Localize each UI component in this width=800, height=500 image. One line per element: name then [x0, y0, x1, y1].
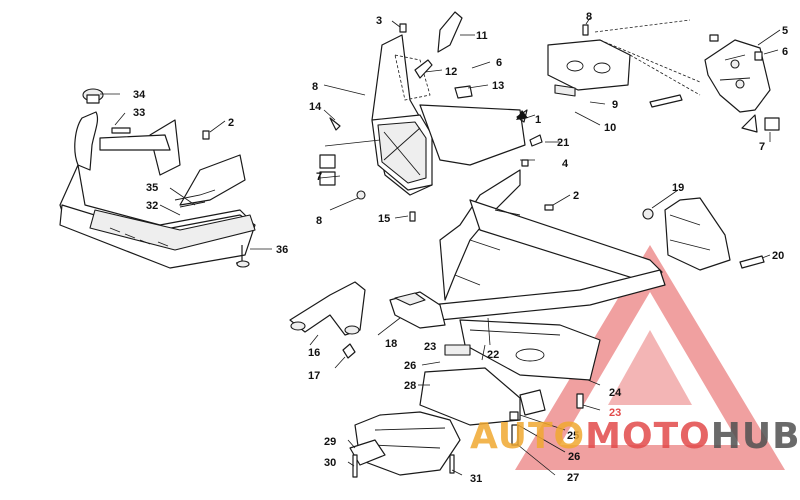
callout-label-red: 23	[609, 407, 621, 419]
callout-label: 15	[378, 213, 390, 225]
callout-label: 1	[535, 114, 541, 126]
callout-label: 4	[562, 158, 569, 170]
callout-label: 6	[782, 46, 788, 58]
callout-label: 8	[586, 11, 592, 23]
callout-label: 20	[772, 250, 784, 262]
callout-label: 26	[568, 451, 580, 463]
callout-label: 25	[567, 430, 579, 442]
watermark-moto: MOTO	[585, 416, 711, 457]
watermark-hub: HUB	[711, 416, 800, 457]
callout-label: 17	[308, 370, 320, 382]
callout-label: 33	[133, 107, 145, 119]
frame-pointers	[516, 110, 528, 120]
main-frame	[377, 109, 666, 381]
mount-bracket	[649, 29, 781, 142]
callout-label: 30	[324, 457, 336, 469]
callout-label: 27	[567, 472, 579, 484]
svg-text:AUTOMOTOHUB: AUTOMOTOHUB	[470, 416, 800, 457]
callout-label: 9	[612, 99, 618, 111]
watermark-logo	[515, 245, 785, 470]
callout-label: 18	[385, 338, 397, 350]
callout-label: 8	[312, 81, 318, 93]
callout-label: 11	[476, 30, 488, 42]
callout-label: 22	[487, 349, 499, 361]
callout-label: 13	[492, 80, 504, 92]
callout-labels: 1 2 2 3 4 5 6 6 7 7 8 8 8 9 10 11 12 13 …	[133, 11, 788, 485]
callout-label: 36	[276, 244, 288, 256]
callout-label: 19	[672, 182, 684, 194]
side-frame	[642, 189, 771, 271]
callout-label: 7	[759, 141, 765, 153]
callout-label: 14	[309, 101, 322, 113]
bumper-assembly	[59, 88, 272, 269]
callout-label: 2	[228, 117, 234, 129]
callout-label: 2	[573, 190, 579, 202]
callout-label: 35	[146, 182, 158, 194]
callout-label: 21	[557, 137, 569, 149]
callout-label: 24	[609, 387, 622, 399]
callout-label: 34	[133, 89, 146, 101]
callout-label: 10	[604, 122, 616, 134]
lower-bracket	[289, 281, 366, 369]
callout-label: 12	[445, 66, 457, 78]
skid-plates	[347, 344, 601, 478]
headlight-frame	[319, 11, 526, 222]
callout-label: 29	[324, 436, 336, 448]
callout-label: 8	[316, 215, 322, 227]
callout-label: 16	[308, 347, 320, 359]
callout-label: 28	[404, 380, 416, 392]
watermark-auto: AUTO	[470, 416, 585, 457]
callout-label: 26	[404, 360, 416, 372]
watermark-wordmark: AUTOMOTOHUB	[470, 416, 800, 457]
callout-label: 6	[496, 57, 502, 69]
callout-label: 23	[424, 341, 436, 353]
callout-label: 7	[316, 171, 322, 183]
bracket-plate	[547, 17, 701, 126]
callout-label: 31	[470, 473, 482, 485]
callout-label: 32	[146, 200, 158, 212]
callout-label: 3	[376, 15, 382, 27]
callout-label: 5	[782, 25, 788, 37]
